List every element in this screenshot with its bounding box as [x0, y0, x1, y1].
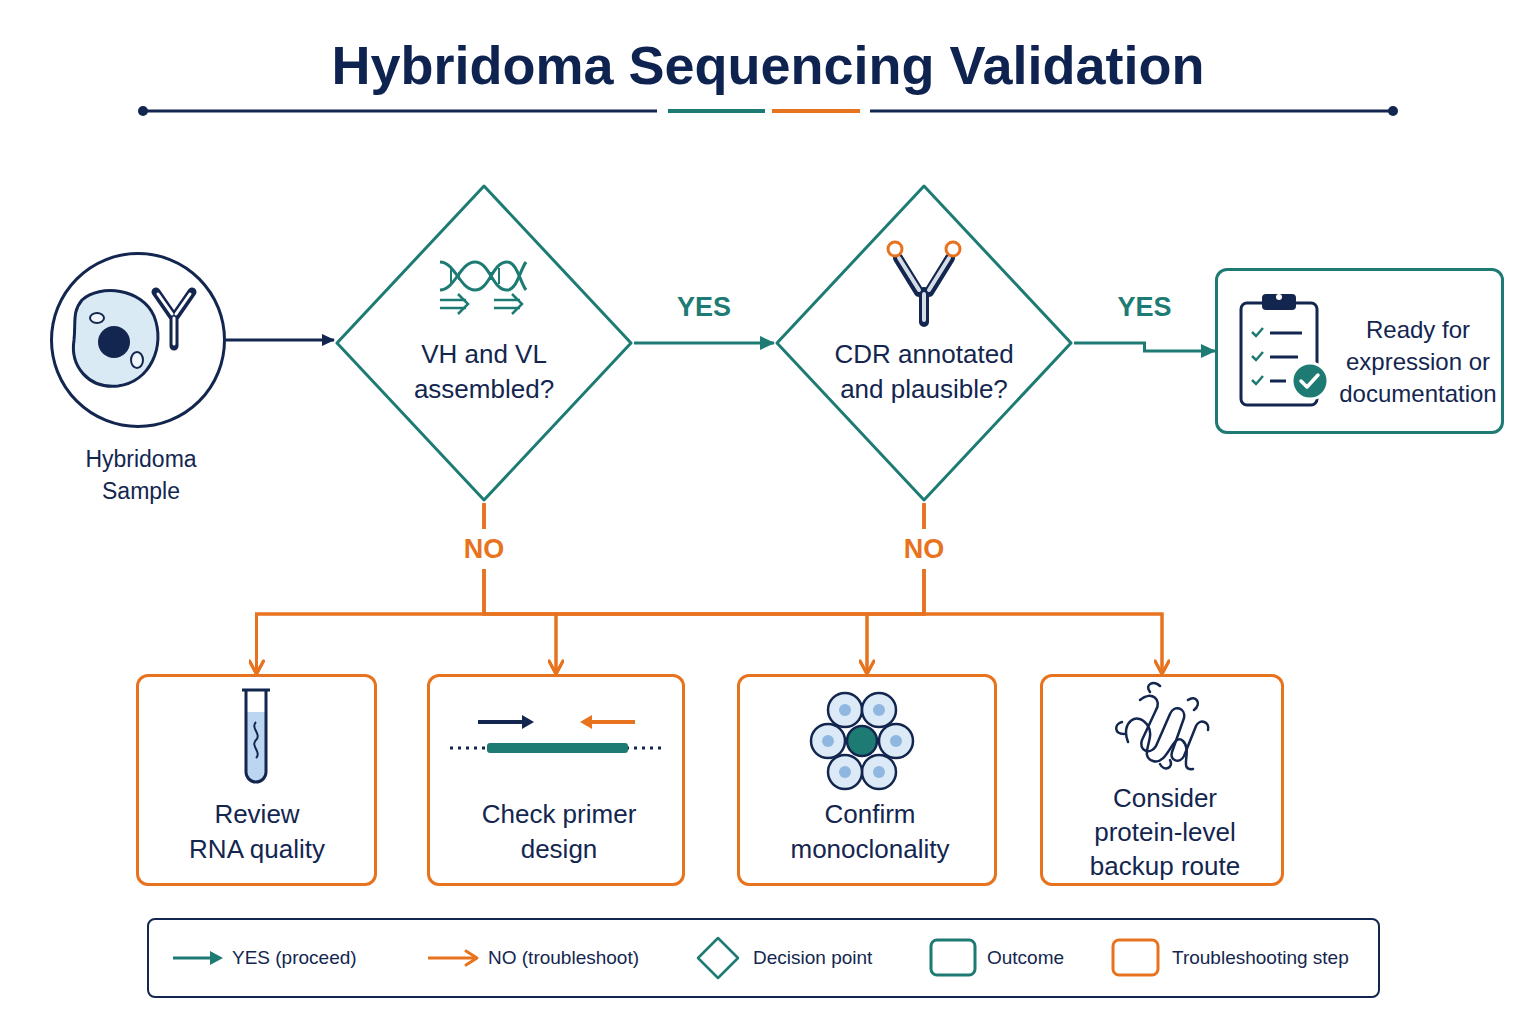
- node-text-group: Check primer design: [479, 797, 639, 867]
- no-connector: [484, 503, 867, 674]
- node-label: Review RNA quality: [186, 797, 328, 867]
- node-label: Hybridoma Sample: [71, 443, 211, 507]
- legend-label: NO (troubleshoot): [488, 946, 639, 970]
- edge-label: NO: [900, 529, 949, 569]
- node-text-group: Confirm monoclonality: [785, 797, 955, 867]
- title-rule: [870, 110, 1393, 113]
- title-rule: [1388, 106, 1398, 116]
- flow-connector: [226, 339, 334, 342]
- legend-sample: [210, 951, 223, 965]
- no-connector: [257, 503, 485, 674]
- title-rule: [138, 106, 148, 116]
- edge-label: YES: [1117, 291, 1171, 323]
- node-label: Confirm monoclonality: [785, 797, 955, 867]
- legend-label: Troubleshooting step: [1172, 946, 1349, 970]
- legend-sample: [173, 938, 1158, 978]
- node-text-group: CDR annotated and plausible?: [829, 337, 1019, 407]
- node-text-group: Review RNA quality: [186, 797, 328, 867]
- legend-sample: [931, 940, 975, 975]
- legend-label: Outcome: [987, 946, 1064, 970]
- diamond-outline: [777, 186, 1071, 500]
- decision-diamond: VH and VL assembled?: [334, 183, 634, 503]
- no-connector: [257, 503, 925, 674]
- node-text-group: VH and VL assembled?: [409, 337, 559, 407]
- title-rule: [143, 110, 657, 113]
- legend-sample: [466, 951, 477, 965]
- troubleshooting-box: Check primer design: [427, 674, 685, 886]
- flow-connector: [634, 342, 774, 345]
- decision-diamond: CDR annotated and plausible?: [774, 183, 1074, 503]
- diamond-outline: [337, 186, 631, 500]
- node-label: Check primer design: [479, 797, 639, 867]
- flow-connector: [1074, 343, 1215, 351]
- troubleshooting-box: Confirm monoclonality: [737, 674, 997, 886]
- node-label: Consider protein-level backup route: [1085, 781, 1245, 883]
- no-connector: [556, 503, 924, 674]
- legend-sample: [173, 957, 212, 960]
- title-rule: [668, 109, 765, 113]
- node-text-group: Consider protein-level backup route: [1085, 781, 1245, 883]
- node-label: VH and VL assembled?: [409, 337, 559, 407]
- node-text-group: Ready for expression or documentation: [1336, 314, 1501, 410]
- legend-sample: [1113, 940, 1158, 975]
- legend-label: Decision point: [753, 946, 872, 970]
- diagram-title: Hybridoma Sequencing Validation: [0, 30, 1536, 100]
- edge-label: YES: [677, 291, 731, 323]
- title-rule: [138, 106, 1398, 116]
- outcome-box: Ready for expression or documentation: [1215, 268, 1504, 434]
- no-connector: [484, 503, 1162, 674]
- node-label: Ready for expression or documentation: [1336, 314, 1501, 410]
- sample-circle: Hybridoma Sample: [50, 252, 226, 428]
- legend-sample: [698, 938, 738, 978]
- legend-sample: [428, 957, 474, 960]
- edge-label: NO: [460, 529, 509, 569]
- no-connector: [924, 503, 1162, 674]
- title-rule: [772, 109, 860, 113]
- legend-label: YES (proceed): [232, 946, 357, 970]
- node-text-group: Hybridoma Sample: [71, 443, 211, 507]
- troubleshooting-box: Review RNA quality: [136, 674, 377, 886]
- troubleshooting-box: Consider protein-level backup route: [1040, 674, 1284, 886]
- node-label: CDR annotated and plausible?: [829, 337, 1019, 407]
